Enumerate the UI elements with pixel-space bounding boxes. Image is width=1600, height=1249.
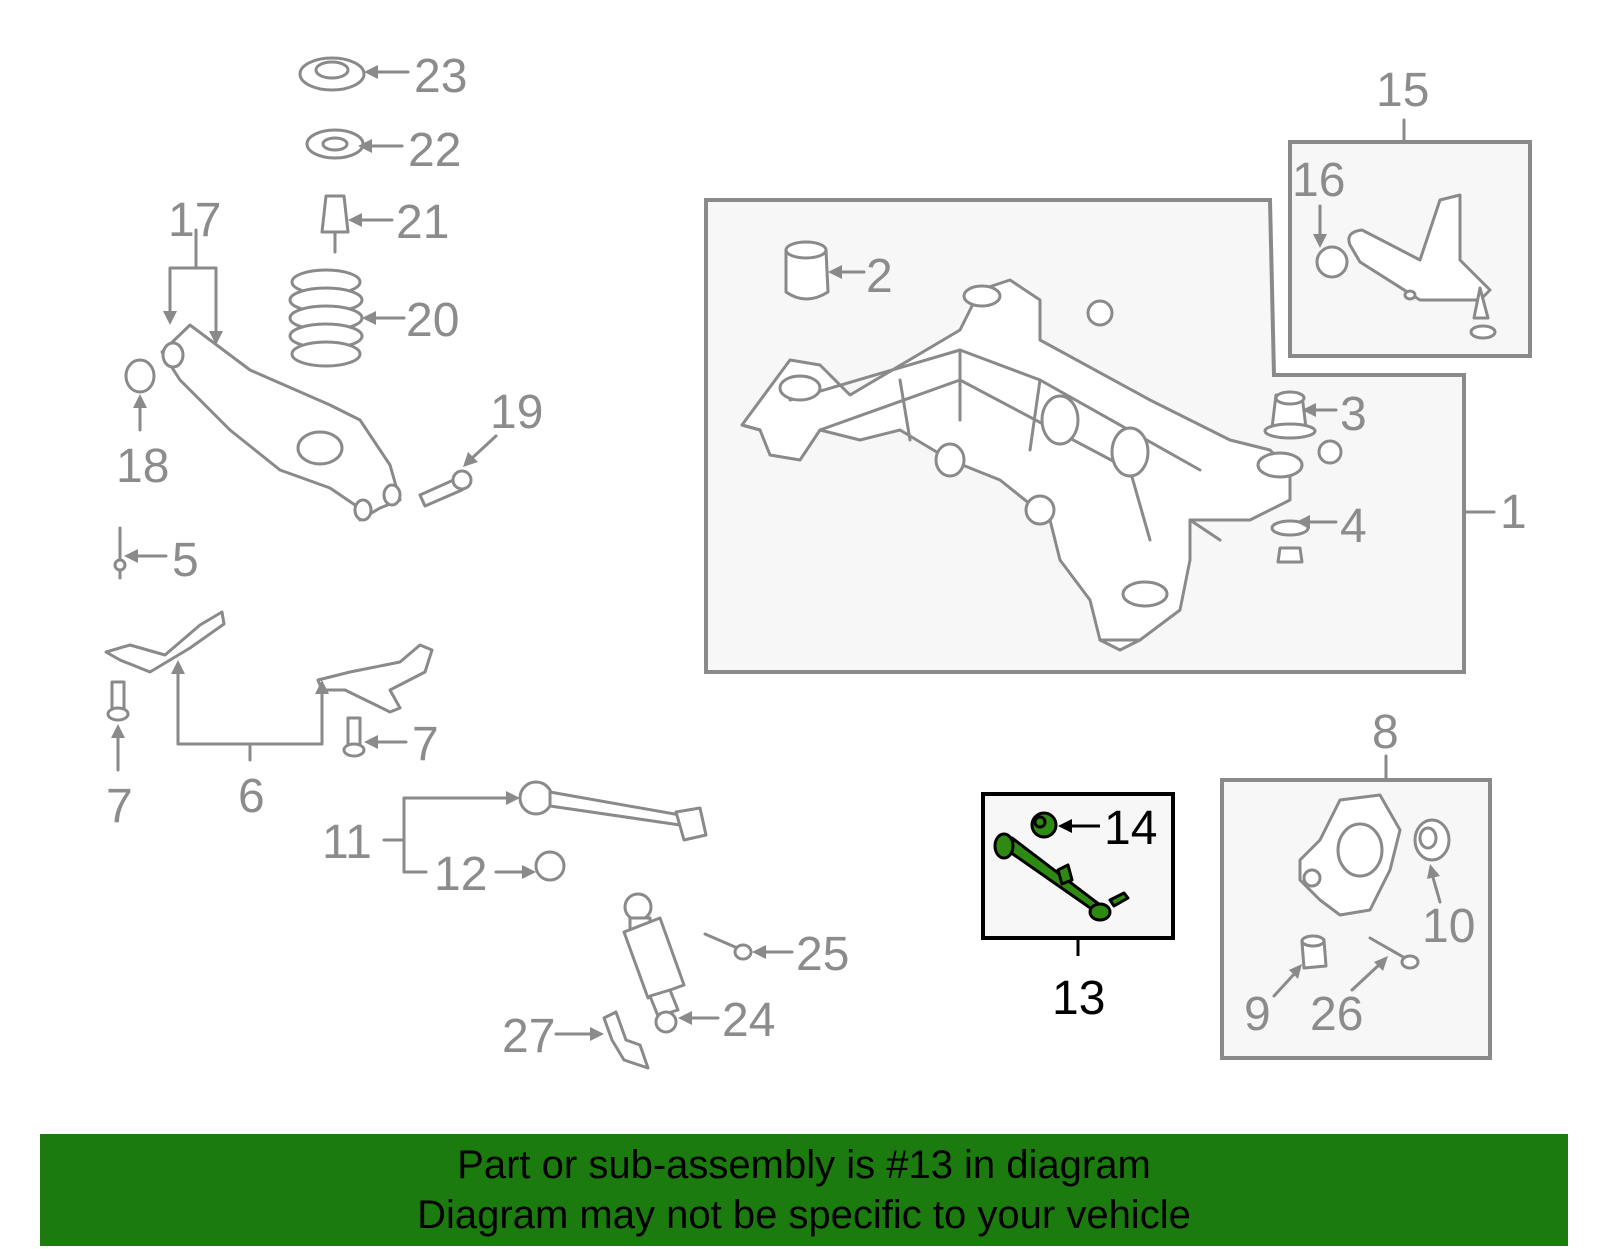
shock-absorber[interactable]: [622, 892, 686, 1018]
callout-27: 27: [502, 1010, 555, 1063]
callout-3: 3: [1340, 388, 1367, 441]
bolt-7-right[interactable]: [342, 716, 366, 758]
bracket-6-left[interactable]: [104, 610, 226, 674]
part-info-banner: Part or sub-assembly is #13 in diagram D…: [40, 1134, 1568, 1246]
callout-4: 4: [1340, 500, 1367, 553]
bushing-12[interactable]: [534, 850, 566, 882]
lower-arm-group-box: [1288, 140, 1532, 358]
leader-lines-highlight: [1058, 819, 1100, 956]
bolt-7-left[interactable]: [106, 680, 130, 722]
callout-2: 2: [866, 250, 893, 303]
part-13-group-box[interactable]: [981, 792, 1175, 940]
callout-16: 16: [1292, 154, 1345, 207]
banner-line-disclaimer: Diagram may not be specific to your vehi…: [417, 1193, 1191, 1237]
callout-23: 23: [414, 50, 467, 103]
leader-lines: [111, 65, 1496, 1041]
bracket-6-right[interactable]: [316, 643, 434, 714]
callout-8: 8: [1372, 706, 1399, 759]
knuckle-bushing-9[interactable]: [1300, 934, 1328, 970]
subframe-crossmember[interactable]: [740, 278, 1304, 652]
bolt-5[interactable]: [113, 526, 127, 580]
callout-18: 18: [116, 440, 169, 493]
callout-14: 14: [1104, 802, 1157, 855]
subframe-stopper-small[interactable]: [1086, 299, 1343, 465]
callout-25: 25: [796, 928, 849, 981]
bolt-25[interactable]: [703, 932, 753, 961]
callout-13: 13: [1052, 972, 1105, 1025]
bolt-24[interactable]: [654, 1010, 678, 1034]
callout-22: 22: [408, 124, 461, 177]
trailing-arm-17[interactable]: [160, 323, 402, 522]
banner-line-part: Part or sub-assembly is #13 in diagram: [457, 1143, 1151, 1187]
callout-7-right: 7: [412, 718, 439, 771]
callout-20: 20: [406, 294, 459, 347]
subframe-bushing-2[interactable]: [784, 240, 830, 301]
callout-15: 15: [1376, 64, 1429, 117]
lower-control-arm[interactable]: [1347, 193, 1497, 340]
callout-1: 1: [1500, 486, 1527, 539]
callout-7-left: 7: [106, 780, 133, 833]
trailing-arm-bushing-18[interactable]: [124, 358, 156, 394]
bushing-14[interactable]: [1030, 811, 1058, 839]
callout-9: 9: [1244, 988, 1271, 1041]
callout-6: 6: [238, 770, 265, 823]
subframe-bushing-3[interactable]: [1263, 390, 1317, 440]
lower-arm-bushing-16[interactable]: [1315, 245, 1349, 279]
control-arm-13[interactable]: [993, 832, 1130, 922]
coil-spring-20[interactable]: [288, 268, 364, 368]
bracket-27[interactable]: [602, 1010, 650, 1070]
rear-knuckle[interactable]: [1298, 793, 1402, 917]
spring-seat-22[interactable]: [305, 128, 365, 160]
knuckle-bolt-26[interactable]: [1368, 936, 1420, 970]
callout-10: 10: [1422, 900, 1475, 953]
callout-24: 24: [722, 994, 775, 1047]
lateral-link-11[interactable]: [518, 780, 708, 842]
bump-stop-21[interactable]: [320, 194, 350, 254]
knuckle-bushing-10[interactable]: [1413, 818, 1451, 862]
callout-12: 12: [434, 848, 487, 901]
callout-11: 11: [322, 816, 372, 869]
callout-5: 5: [172, 534, 199, 587]
spring-seat-23[interactable]: [298, 56, 366, 92]
callout-21: 21: [396, 196, 449, 249]
callout-17: 17: [168, 194, 221, 247]
callout-26: 26: [1310, 988, 1363, 1041]
callout-19: 19: [490, 386, 543, 439]
bolt-19[interactable]: [418, 469, 473, 508]
